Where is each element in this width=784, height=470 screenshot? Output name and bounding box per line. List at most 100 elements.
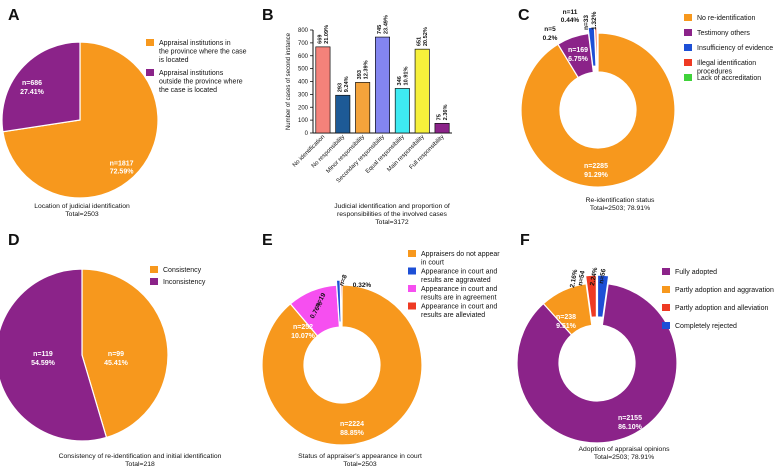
slice-label-n-F-1: n=238 xyxy=(556,314,576,321)
slice-label-n-C-4: n=5 xyxy=(544,26,556,33)
slice-label-pct-C-3: 0.44% xyxy=(561,17,580,24)
y-tick-label-B-7: 700 xyxy=(298,41,309,47)
y-tick-label-B-2: 200 xyxy=(298,105,309,111)
legend-swatch-C-2 xyxy=(684,44,692,51)
slice-label-n-F-3: n=56 xyxy=(598,268,608,284)
y-tick-label-B-6: 600 xyxy=(298,54,309,60)
bar-B-5 xyxy=(414,48,430,134)
slice-label-pct-C-4: 0.2% xyxy=(543,35,558,42)
bar-B-2 xyxy=(355,82,371,134)
slice-label-pct-C-0: 91.29% xyxy=(584,172,609,179)
slice-label-n-C-2: n=33 xyxy=(583,15,590,30)
x-tick-label-B-6: Full responsibility xyxy=(409,134,446,171)
slice-C-0 xyxy=(520,32,676,188)
bar-value-label-B-0: 669 xyxy=(317,35,323,44)
legend-swatch-F-1 xyxy=(662,286,670,293)
caption-E-line0: Status of appraiser's appearance in cour… xyxy=(298,453,422,460)
bar-percent-label-B-0: 21.09% xyxy=(324,25,330,44)
pie-F xyxy=(516,274,678,444)
pie-A xyxy=(1,41,159,199)
y-axis-title-B: Number of cases of second instance xyxy=(286,32,292,130)
panel-label-E: E xyxy=(262,232,273,249)
legend-label-F-3: Completely rejected xyxy=(675,323,737,330)
slice-label-n-E-0: n=2224 xyxy=(340,421,364,428)
slice-label-n-E-3: n=8 xyxy=(338,274,349,287)
legend-swatch-D-0 xyxy=(150,266,158,273)
panel-label-F: F xyxy=(520,232,530,249)
slice-C-4 xyxy=(596,26,599,67)
slice-label-n-D-0: n=99 xyxy=(108,351,124,358)
slice-A-1 xyxy=(1,41,81,133)
legend-label-D-0: Consistency xyxy=(163,267,202,274)
legend-swatch-E-0 xyxy=(408,250,416,257)
caption-E-line1: Total=2503 xyxy=(343,461,377,468)
legend-swatch-E-1 xyxy=(408,267,416,275)
legend-swatch-F-0 xyxy=(662,268,670,275)
slice-label-pct-D-1: 54.59% xyxy=(31,360,56,367)
bar-value-label-B-3: 745 xyxy=(377,25,383,34)
legend-label-C-0: No re-identification xyxy=(697,15,755,22)
caption-F-line1: Total=2503; 78.91% xyxy=(594,454,654,461)
y-tick-label-B-1: 100 xyxy=(298,118,309,124)
slice-label-n-C-1: n=169 xyxy=(568,47,588,54)
slice-E-0 xyxy=(261,284,423,446)
y-tick-label-B-4: 400 xyxy=(298,80,309,86)
legend-swatch-C-1 xyxy=(684,29,692,36)
y-tick-label-B-8: 800 xyxy=(298,28,309,34)
slice-label-pct-E-1: 10.07% xyxy=(291,333,316,340)
bar-percent-label-B-3: 23.49% xyxy=(384,15,390,34)
slice-label-pct-C-1: 6.75% xyxy=(568,56,589,63)
bar-value-label-B-2: 393 xyxy=(357,70,363,79)
slice-F-3 xyxy=(596,274,610,319)
bar-value-label-B-4: 346 xyxy=(397,76,403,85)
slice-D-0 xyxy=(81,268,169,439)
bar-percent-label-B-6: 2.36% xyxy=(443,104,449,120)
panel-label-B: B xyxy=(262,7,274,24)
panel-label-A: A xyxy=(8,7,20,24)
bar-percent-label-B-4: 10.91% xyxy=(403,66,409,85)
legend-label-F-0: Fully adopted xyxy=(675,269,717,276)
legend-label-C-2: Insufficiency of evidence xyxy=(697,45,773,52)
panel-label-C: C xyxy=(518,7,530,24)
y-tick-label-B-5: 500 xyxy=(298,67,309,73)
slice-label-pct-F-0: 86.10% xyxy=(618,424,643,431)
panel-label-D: D xyxy=(8,232,20,249)
slice-label-n-E-1: n=252 xyxy=(293,324,313,331)
legend-swatch-C-4 xyxy=(684,74,692,81)
slice-label-pct-A-0: 72.59% xyxy=(110,168,135,175)
pie-E xyxy=(261,279,423,446)
slice-label-n-A-0: n=1817 xyxy=(110,160,134,167)
slice-E-3 xyxy=(339,279,343,323)
legend-swatch-C-3 xyxy=(684,59,692,66)
legend-label-F-2: Partly adoption and alleviation xyxy=(675,305,769,312)
bar-B-3 xyxy=(375,36,390,134)
bar-value-label-B-1: 293 xyxy=(337,83,343,92)
x-tick-label-B-5: Main responsibility xyxy=(386,134,425,173)
x-tick-label-B-0: No identification xyxy=(292,134,326,168)
slice-label-pct-D-0: 45.41% xyxy=(104,360,129,367)
slice-label-n-D-1: n=119 xyxy=(33,351,53,358)
bar-percent-label-B-5: 20.52% xyxy=(423,27,429,46)
bar-B-0 xyxy=(315,46,331,134)
slice-label-n-F-0: n=2155 xyxy=(618,415,642,422)
slice-label-n-F-2: n=54 xyxy=(577,270,587,286)
caption-A-line1: Total=2503 xyxy=(65,211,99,218)
slice-label-n-A-1: n=686 xyxy=(22,80,42,87)
slice-label-pct-E-0: 88.85% xyxy=(340,430,365,437)
pie-C xyxy=(520,26,676,188)
bar-B-6 xyxy=(434,122,450,134)
legend-label-F-1: Partly adoption and aggravation xyxy=(675,287,774,294)
bar-percent-label-B-1: 9.24% xyxy=(344,76,350,92)
y-tick-label-B-0: 0 xyxy=(305,131,309,137)
caption-C-line0: Re-identification status xyxy=(586,197,655,204)
legend-swatch-A-1 xyxy=(146,69,154,76)
slice-label-pct-A-1: 27.41% xyxy=(20,89,45,96)
legend-swatch-E-3 xyxy=(408,302,416,310)
caption-D-line1: Total=218 xyxy=(125,461,155,468)
